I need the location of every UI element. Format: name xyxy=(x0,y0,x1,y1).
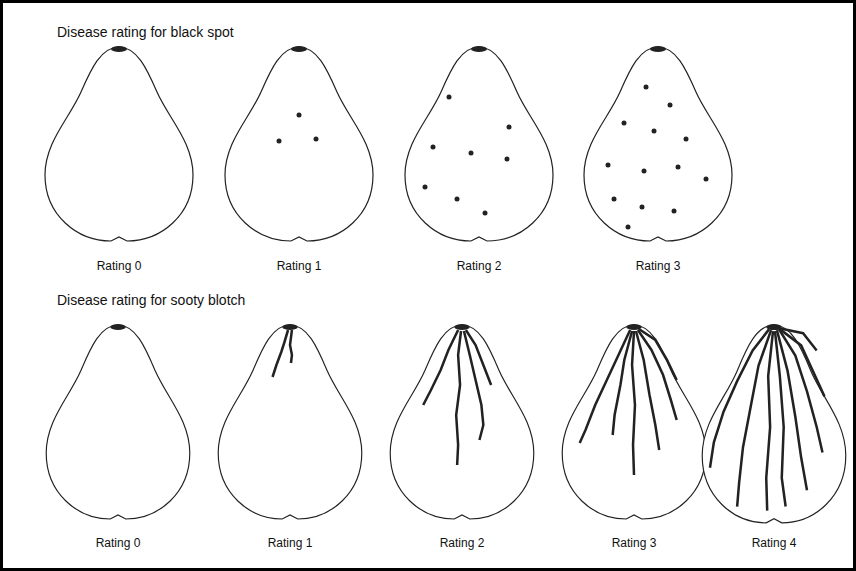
pear-figure xyxy=(390,324,534,519)
pear-figure xyxy=(702,324,846,523)
rating-label: Rating 1 xyxy=(277,260,322,274)
rating-label: Rating 1 xyxy=(268,537,313,551)
rating-label: Rating 3 xyxy=(636,260,681,274)
pear-figure xyxy=(45,46,193,241)
black-spots xyxy=(423,95,512,216)
rating-label: Rating 2 xyxy=(457,260,502,274)
black-spots xyxy=(606,85,709,230)
rating-label: Rating 3 xyxy=(612,537,657,551)
rating-label: Rating 0 xyxy=(96,537,141,551)
pear-figure xyxy=(405,46,553,241)
sooty-streaks xyxy=(580,329,677,475)
rating-label: Rating 2 xyxy=(440,537,485,551)
pear-figure xyxy=(218,324,362,519)
rating-label: Rating 0 xyxy=(97,260,142,274)
sooty-streaks xyxy=(710,328,824,511)
pear-figure xyxy=(46,324,190,519)
sooty-streaks xyxy=(423,330,491,465)
black-spots xyxy=(277,113,319,144)
section-heading: Disease rating for black spot xyxy=(57,24,234,40)
pear-figure xyxy=(584,46,732,241)
sooty-streaks xyxy=(273,330,292,377)
pear-figure xyxy=(562,324,706,519)
section-heading: Disease rating for sooty blotch xyxy=(57,292,245,308)
pear-figure xyxy=(225,46,373,241)
rating-label: Rating 4 xyxy=(752,537,797,551)
